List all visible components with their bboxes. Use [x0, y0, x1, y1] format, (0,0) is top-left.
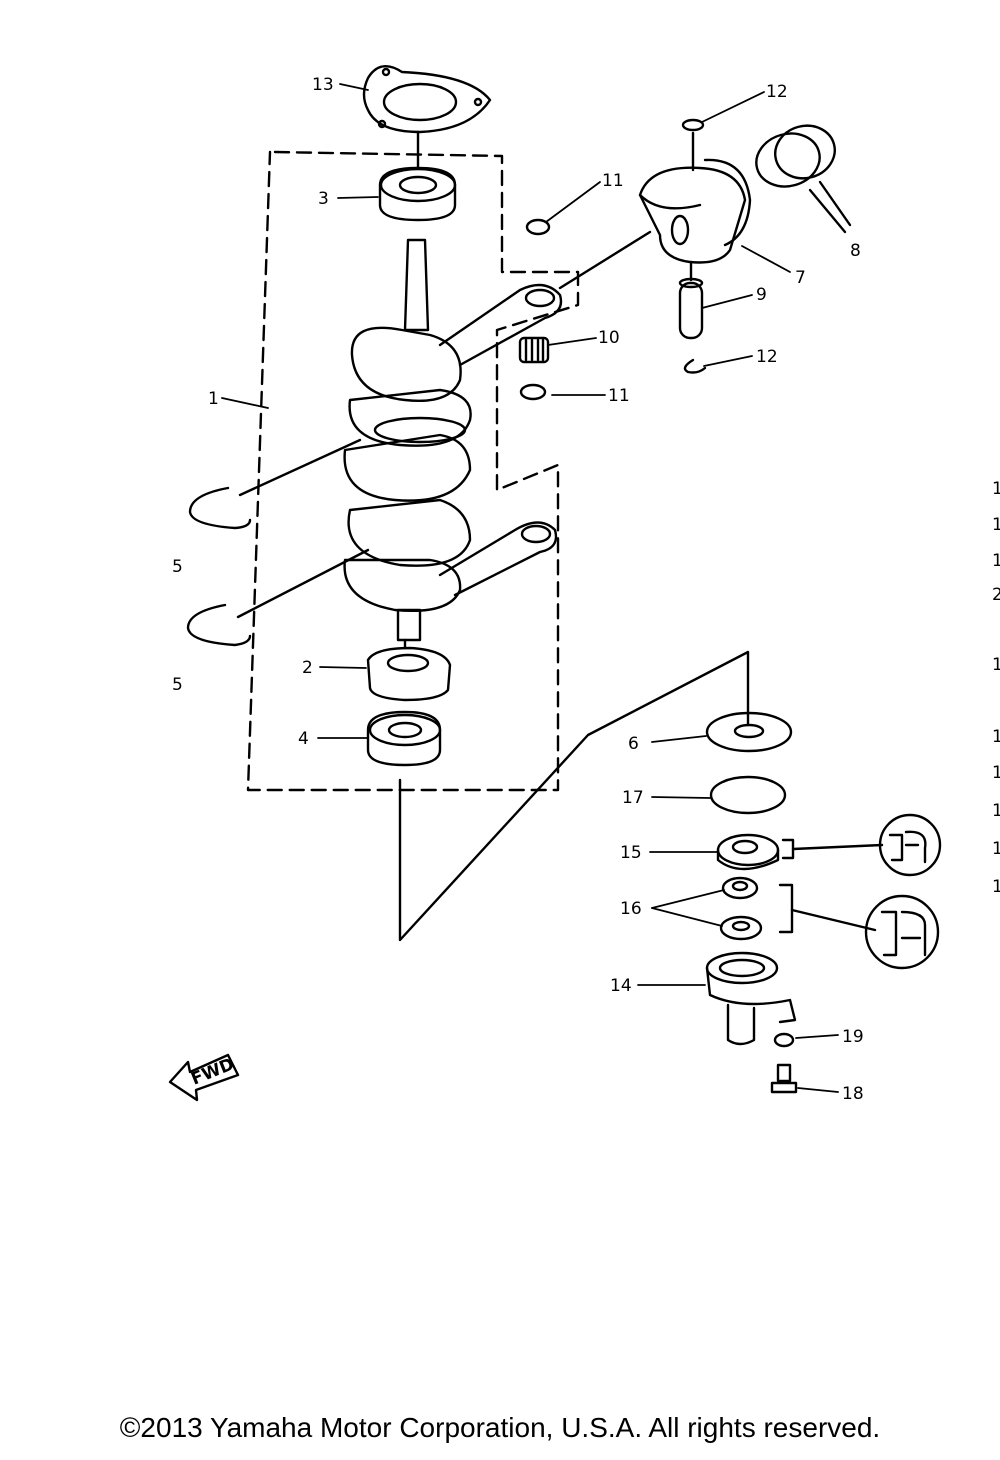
callout-1: 1	[208, 389, 219, 409]
callout-7: 7	[795, 268, 806, 288]
edge-digit: 2	[992, 585, 1000, 605]
crankshaft-assembly-boundary	[246, 150, 580, 792]
edge-digit: 1	[992, 479, 1000, 499]
washer-6	[705, 711, 793, 753]
callout-11-lower: 11	[608, 386, 630, 406]
washer-11-upper	[525, 218, 551, 236]
edge-digit: 1	[992, 801, 1000, 821]
edge-digit: 1	[992, 763, 1000, 783]
bearing-4	[366, 710, 442, 767]
callout-2: 2	[302, 658, 313, 678]
right-edge-digits: 1 1 1 2 1 1 1 1 1 1	[992, 479, 1000, 897]
callout-17: 17	[622, 788, 644, 808]
edge-digit: 1	[992, 551, 1000, 571]
piston-7	[638, 166, 747, 264]
housing-14	[705, 951, 797, 1046]
piston-rings-8	[755, 124, 836, 188]
seal-15	[716, 833, 780, 871]
callout-12-lower: 12	[756, 347, 778, 367]
connecting-rod-lower	[438, 521, 558, 597]
callout-3: 3	[318, 189, 329, 209]
callout-leaders	[221, 83, 839, 1093]
seal-16-upper	[721, 876, 759, 900]
bolt-18	[770, 1063, 798, 1094]
clip-12-upper	[681, 118, 705, 132]
callout-8: 8	[850, 241, 861, 261]
seal-16-detail	[864, 894, 940, 970]
seal-16-lower	[719, 915, 763, 941]
edge-digit: 1	[992, 655, 1000, 675]
edge-digit: 1	[992, 839, 1000, 859]
connecting-rod-upper	[438, 283, 563, 367]
callout-13: 13	[312, 75, 334, 95]
callout-19: 19	[842, 1027, 864, 1047]
callout-9: 9	[756, 285, 767, 305]
washer-11-lower	[519, 383, 547, 401]
callout-14: 14	[610, 976, 632, 996]
edge-digit: 1	[992, 515, 1000, 535]
gasket-13	[362, 65, 492, 134]
needle-bearing-10	[518, 336, 550, 364]
fwd-arrow	[168, 1053, 240, 1102]
crankshaft	[343, 238, 472, 642]
labyrinth-seal-2	[366, 646, 452, 702]
o-ring-17	[709, 775, 787, 815]
bearing-3	[378, 166, 457, 222]
callout-11-upper: 11	[602, 171, 624, 191]
callout-4: 4	[298, 729, 309, 749]
edge-digit: 1	[992, 727, 1000, 747]
edge-digit: 1	[992, 877, 1000, 897]
callout-16: 16	[620, 899, 642, 919]
callout-5-upper: 5	[172, 557, 183, 577]
piston-ring-7	[703, 158, 752, 247]
seal-15-detail	[878, 813, 942, 877]
washer-19	[773, 1032, 795, 1048]
retaining-ring-5-upper	[188, 486, 252, 530]
callout-12-upper: 12	[766, 82, 788, 102]
retaining-ring-5-lower	[186, 603, 252, 647]
callout-15: 15	[620, 843, 642, 863]
copyright-footer: ©2013 Yamaha Motor Corporation, U.S.A. A…	[119, 1412, 881, 1443]
assembly-leader	[398, 650, 750, 942]
piston-pin-9	[678, 277, 704, 340]
callout-18: 18	[842, 1084, 864, 1104]
clip-12-lower	[683, 358, 707, 374]
callout-6: 6	[628, 734, 639, 754]
callout-5-lower: 5	[172, 675, 183, 695]
callout-10: 10	[598, 328, 620, 348]
